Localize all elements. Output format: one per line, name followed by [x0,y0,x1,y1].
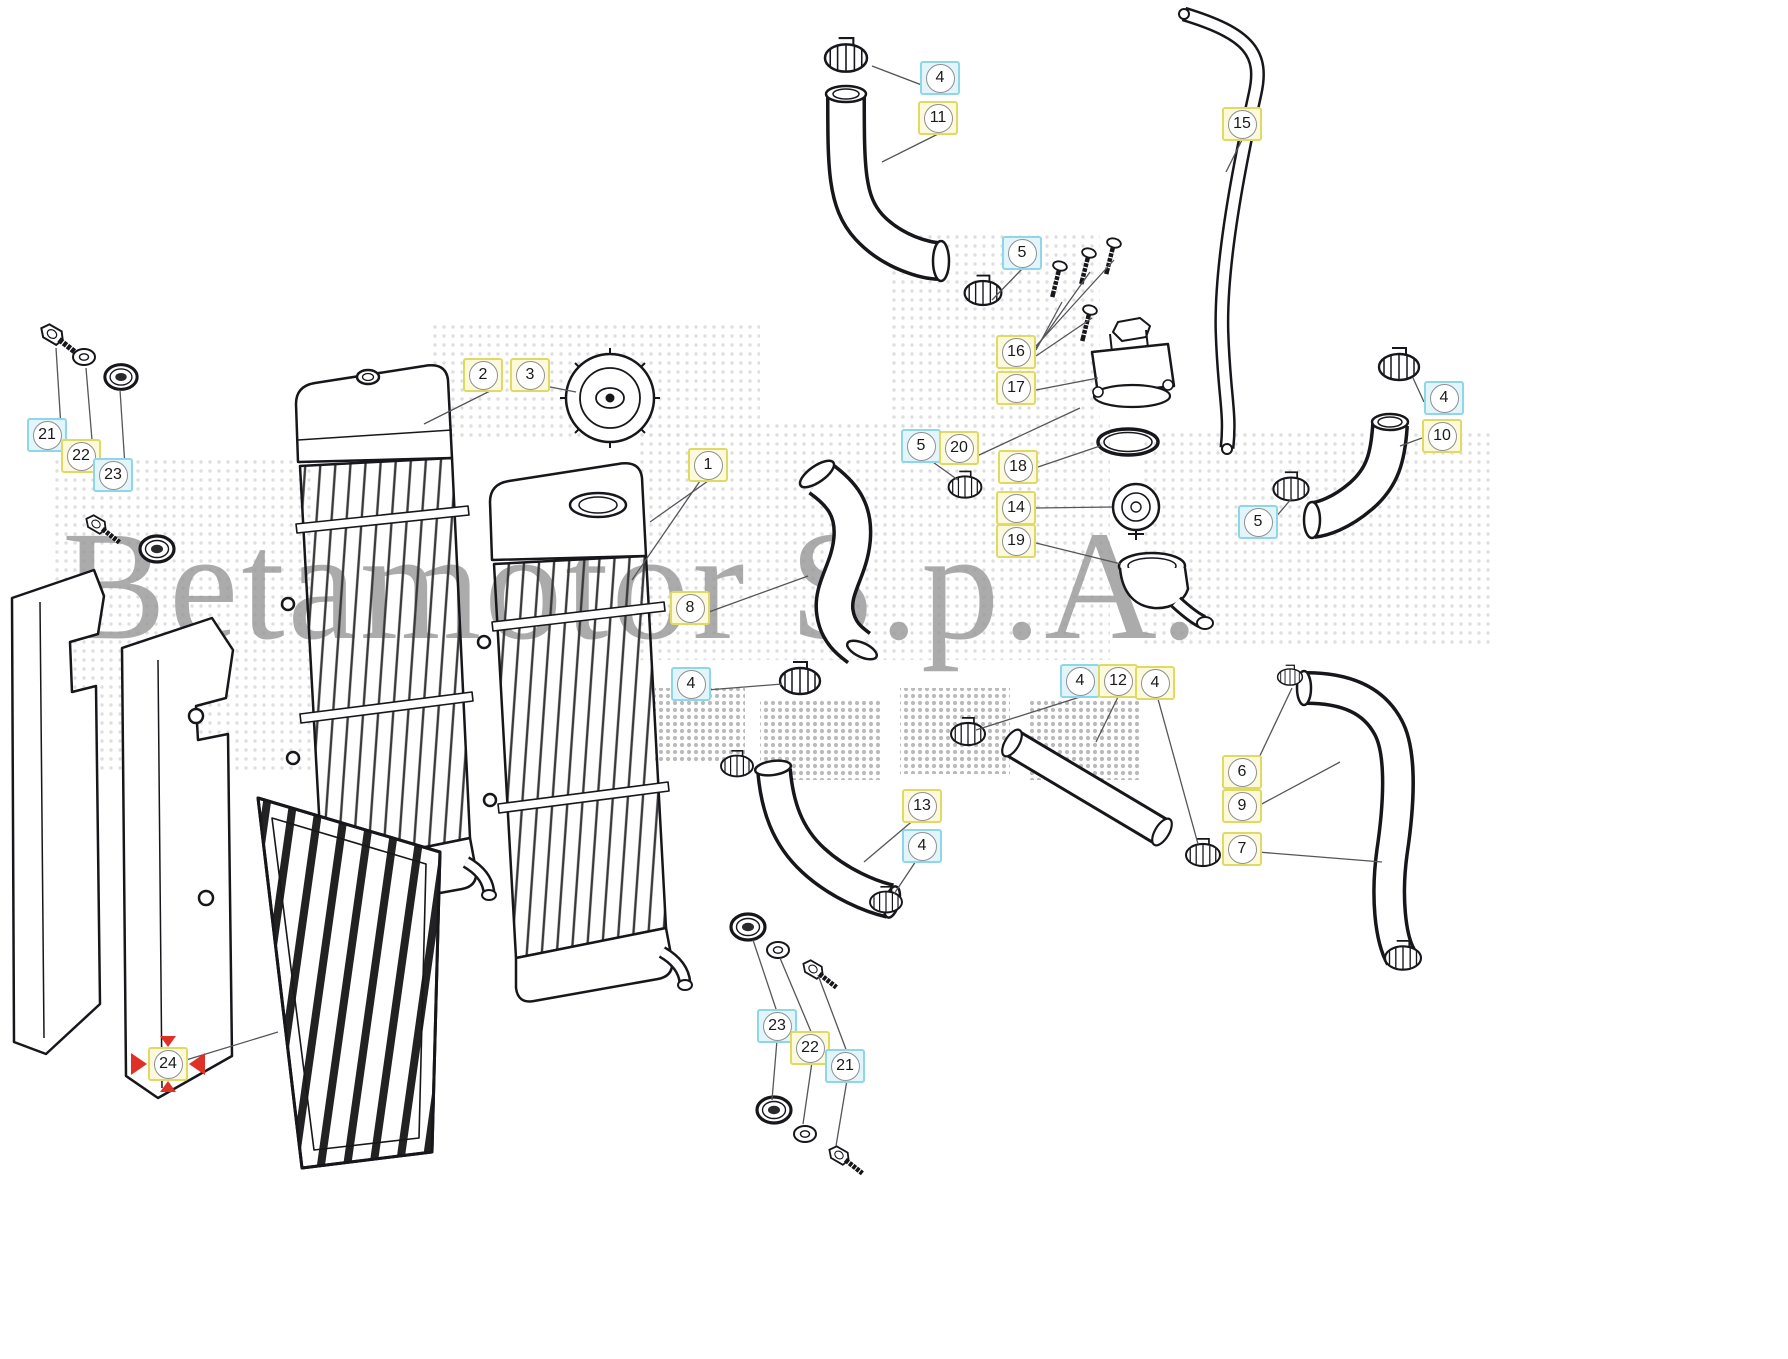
callout-12[interactable]: 12 [1098,664,1138,698]
callout-4[interactable]: 4 [671,667,711,701]
callout-22[interactable]: 22 [61,439,101,473]
radiator-guards [10,568,235,1100]
callout-number: 21 [32,420,62,450]
callout-number: 23 [762,1011,792,1041]
callout-number: 4 [907,831,937,861]
callout-1[interactable]: 1 [688,448,728,482]
callout-number: 3 [515,360,545,390]
callout-15[interactable]: 15 [1222,107,1262,141]
hose-center [798,459,879,665]
callout-number: 13 [907,791,937,821]
selected-marker-arrow-icon [160,1036,176,1047]
callout-2[interactable]: 2 [463,358,503,392]
callout-number: 4 [1429,383,1459,413]
callout-5[interactable]: 5 [1002,236,1042,270]
callout-6[interactable]: 6 [1222,755,1262,789]
callout-18[interactable]: 18 [998,450,1038,484]
callout-4[interactable]: 4 [1060,664,1100,698]
callout-21[interactable]: 21 [825,1049,865,1083]
callout-8[interactable]: 8 [670,591,710,625]
callout-4[interactable]: 4 [1135,666,1175,700]
selected-marker-arrow-icon [131,1053,147,1075]
callout-17[interactable]: 17 [996,371,1036,405]
callout-number: 19 [1001,526,1031,556]
radiator-right [476,462,693,1003]
callout-9[interactable]: 9 [1222,789,1262,823]
callout-7[interactable]: 7 [1222,832,1262,866]
connecting-tube [1001,728,1173,847]
callout-number: 16 [1001,337,1031,367]
thermostat-assembly [1045,237,1214,630]
callout-number: 22 [795,1033,825,1063]
callout-22[interactable]: 22 [790,1031,830,1065]
callout-number: 5 [906,431,936,461]
callout-number: 14 [1001,493,1031,523]
callout-number: 9 [1227,791,1257,821]
callout-number: 21 [830,1051,860,1081]
callout-number: 2 [468,360,498,390]
callout-3[interactable]: 3 [510,358,550,392]
callout-23[interactable]: 23 [757,1009,797,1043]
callout-20[interactable]: 20 [939,431,979,465]
callout-number: 17 [1001,373,1031,403]
radiator-cap [560,348,660,448]
callout-10[interactable]: 10 [1422,419,1462,453]
callout-number: 4 [1140,668,1170,698]
callout-13[interactable]: 13 [902,789,942,823]
callout-number: 20 [944,433,974,463]
callout-number: 18 [1003,452,1033,482]
callout-number: 8 [675,593,705,623]
callout-number: 12 [1103,666,1133,696]
protection-grille [256,796,442,1170]
callout-number: 24 [153,1049,183,1079]
callout-number: 5 [1243,507,1273,537]
overflow-pipe [1178,6,1265,455]
callout-number: 7 [1227,834,1257,864]
callout-number: 4 [925,63,955,93]
callout-number: 10 [1427,421,1457,451]
callout-number: 11 [923,103,953,133]
callout-4[interactable]: 4 [920,61,960,95]
callout-number: 15 [1227,109,1257,139]
callout-number: 6 [1227,757,1257,787]
callout-number: 22 [66,441,96,471]
callout-4[interactable]: 4 [902,829,942,863]
callout-number: 5 [1007,238,1037,268]
callout-number: 23 [98,460,128,490]
callout-21[interactable]: 21 [27,418,67,452]
callout-5[interactable]: 5 [1238,505,1278,539]
hose-right-upper [1302,412,1410,540]
selected-marker-arrow-icon [160,1081,176,1092]
callout-11[interactable]: 11 [918,101,958,135]
callout-number: 4 [1065,666,1095,696]
callout-5[interactable]: 5 [901,429,941,463]
callout-16[interactable]: 16 [996,335,1036,369]
callout-24[interactable]: 24 [131,1036,205,1092]
selected-marker-arrow-icon [189,1053,205,1075]
callout-4[interactable]: 4 [1424,381,1464,415]
callout-19[interactable]: 19 [996,524,1036,558]
callout-number: 1 [693,450,723,480]
callout-23[interactable]: 23 [93,458,133,492]
callout-number: 4 [676,669,706,699]
hose-upper [824,84,951,283]
callout-14[interactable]: 14 [996,491,1036,525]
